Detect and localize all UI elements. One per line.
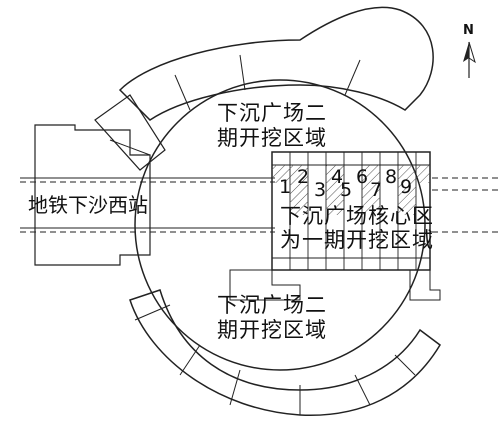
zone-lower-label-line2: 期开挖区域 (217, 318, 327, 342)
core-excavation-zone (271, 151, 431, 271)
pit-strip-8 (398, 165, 416, 215)
north-arrow-icon (463, 41, 476, 78)
pit-number-5: 5 (340, 179, 353, 201)
pit-strip-4 (326, 165, 344, 215)
pit-number-6: 6 (356, 166, 369, 188)
outer-building-wing-south (129, 289, 441, 416)
station-label: 地铁下沙西站 (28, 193, 148, 217)
metro-station-outline (34, 124, 151, 266)
pit-strip-9 (416, 165, 430, 183)
pit-number-1: 1 (279, 176, 292, 198)
core-zone-label-line2: 为一期开挖区域 (280, 228, 434, 252)
east-connector-outline (409, 269, 441, 301)
metro-track-lines (20, 177, 500, 233)
pit-number-9: 9 (400, 176, 413, 198)
pit-number-7: 7 (370, 179, 383, 201)
sunken-plaza-outline (134, 79, 426, 371)
wing-division-lines (109, 54, 416, 415)
zone-upper-label-line2: 期开挖区域 (217, 126, 327, 150)
core-zone-label-line1: 下沉广场核心区 (280, 204, 434, 228)
pit-number-3: 3 (314, 179, 327, 201)
pit-number-8: 8 (385, 166, 398, 188)
pit-number-2: 2 (297, 166, 310, 188)
outer-building-wing-north (118, 6, 434, 121)
outer-building-wing-northwest (94, 94, 166, 171)
pit-strip-2 (290, 165, 308, 215)
zone-upper-label-line1: 下沉广场二 (217, 101, 327, 125)
pit-strip-6 (362, 165, 380, 215)
pit-number-4: 4 (331, 166, 344, 188)
pit-hatch-strips (272, 165, 430, 215)
south-connector-outline (229, 269, 301, 301)
zone-lower-label-line1: 下沉广场二 (217, 293, 327, 317)
pit-strip-1 (272, 165, 290, 183)
north-label: N (463, 23, 474, 38)
